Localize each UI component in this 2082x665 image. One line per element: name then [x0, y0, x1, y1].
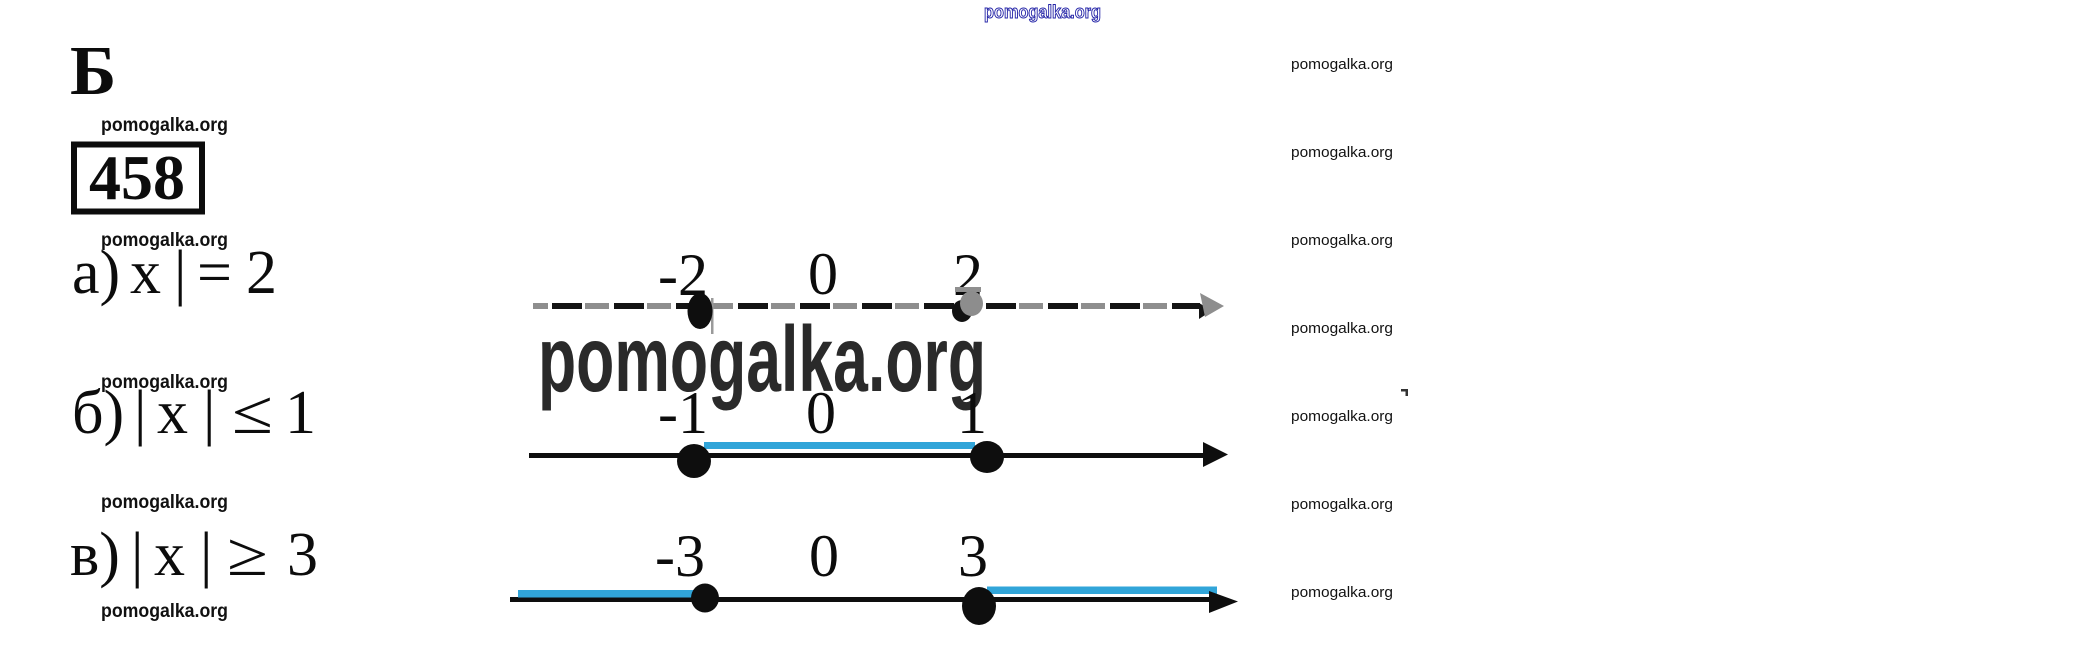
svg-text:-1: -1 — [658, 380, 708, 446]
svg-text:|: | — [131, 521, 143, 589]
svg-text:в): в) — [70, 521, 120, 589]
svg-text:|: | — [200, 521, 212, 589]
svg-text:pomogalka.org: pomogalka.org — [1291, 232, 1393, 249]
svg-text:pomogalka.org: pomogalka.org — [1291, 408, 1393, 425]
svg-text:pomogalka.org: pomogalka.org — [101, 230, 228, 251]
svg-text:pomogalka.org: pomogalka.org — [1291, 584, 1393, 601]
svg-text:458: 458 — [89, 142, 185, 213]
svg-text:|: | — [174, 239, 186, 307]
svg-text:x: x — [130, 239, 161, 307]
svg-text:pomogalka.org: pomogalka.org — [1291, 144, 1393, 161]
svg-text:x: x — [157, 379, 188, 447]
svg-text:а): а) — [72, 239, 120, 307]
svg-text:pomogalka.org: pomogalka.org — [1291, 320, 1393, 337]
svg-text:pomogalka.org: pomogalka.org — [101, 492, 228, 513]
svg-text:pomogalka.org: pomogalka.org — [101, 115, 228, 136]
svg-text:1: 1 — [285, 379, 316, 447]
svg-text:pomogalka.org: pomogalka.org — [984, 2, 1101, 22]
svg-text:1: 1 — [957, 380, 987, 446]
svg-text:=: = — [197, 239, 232, 307]
svg-text:pomogalka.org: pomogalka.org — [1291, 496, 1393, 513]
svg-text:pomogalka.org: pomogalka.org — [1291, 56, 1393, 73]
svg-text:-3: -3 — [655, 523, 705, 589]
svg-text:≥: ≥ — [227, 521, 268, 589]
svg-text:2: 2 — [246, 239, 277, 307]
svg-text:x: x — [154, 521, 185, 589]
svg-text:≤: ≤ — [232, 379, 273, 447]
svg-text:0: 0 — [808, 241, 838, 307]
svg-text:3: 3 — [287, 521, 318, 589]
svg-text:pomogalka.org: pomogalka.org — [101, 601, 228, 622]
svg-text:|: | — [134, 379, 146, 447]
svg-text:pomogalka.org: pomogalka.org — [538, 307, 986, 411]
svg-text:Б: Б — [70, 33, 116, 110]
svg-text:б): б) — [72, 379, 124, 447]
svg-text:0: 0 — [806, 380, 836, 446]
svg-text:pomogalka.org: pomogalka.org — [101, 372, 228, 393]
svg-text:|: | — [203, 379, 215, 447]
svg-text:3: 3 — [958, 523, 988, 589]
svg-text:0: 0 — [809, 523, 839, 589]
